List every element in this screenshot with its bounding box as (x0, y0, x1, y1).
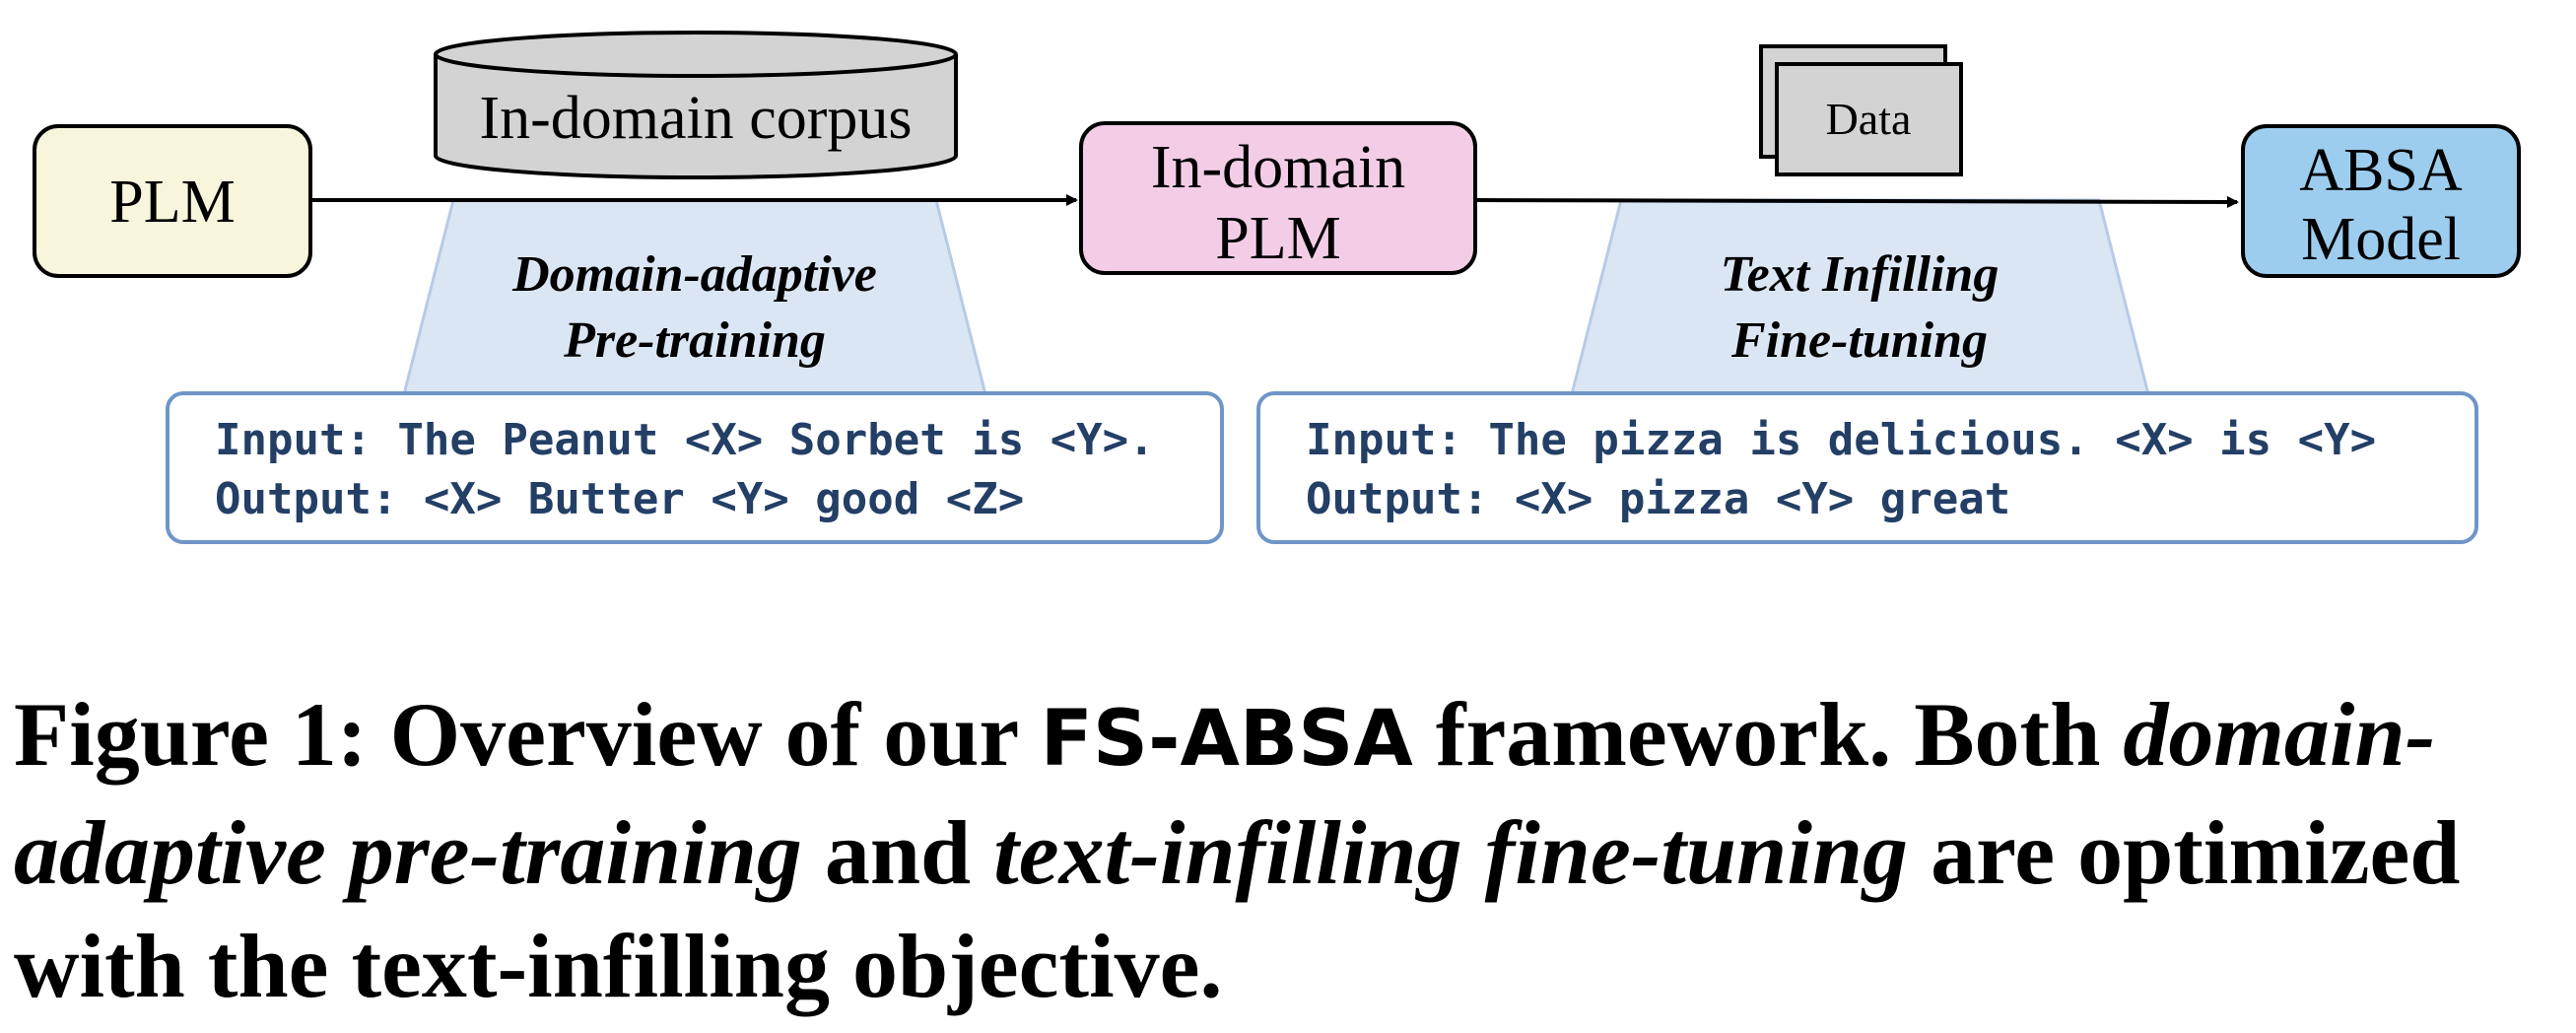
pretraining-label-line1: Domain-adaptive (511, 246, 877, 303)
caption-middle-2: and (801, 802, 994, 903)
plm-label: PLM (109, 169, 235, 236)
caption-framework-name: FS-ABSA (1040, 695, 1413, 784)
absa-model-node: ABSA Model (2241, 124, 2521, 278)
data-stack: Data (1759, 44, 1963, 176)
finetuning-label-line1: Text Infilling (1721, 246, 2000, 303)
plm-node: PLM (33, 124, 312, 278)
finetuning-example-output: Output: <X> pizza <Y> great (1306, 474, 2011, 524)
absa-label-line1: ABSA (2299, 137, 2463, 204)
pretraining-example-box: Input: The Peanut <X> Sorbet is <Y>. Out… (166, 391, 1224, 544)
caption-prefix: Figure 1: Overview of our (14, 684, 1041, 785)
framework-diagram: Domain-adaptive Pre-training Text Infill… (33, 31, 2521, 396)
caption-suffix: are optimized with the text-infilling ob… (14, 802, 2461, 1016)
finetuning-example-box: Input: The pizza is delicious. <X> is <Y… (1256, 391, 2478, 544)
finetuning-label-line2: Fine-tuning (1730, 312, 1988, 369)
caption-term-1: domain-adaptive pre-training (14, 684, 2436, 903)
corpus-label: In-domain corpus (479, 85, 912, 152)
corpus-cylinder: In-domain corpus (434, 31, 958, 179)
pretraining-example-input: Input: The Peanut <X> Sorbet is <Y>. (215, 415, 1155, 465)
figure-caption: Figure 1: Overview of our FS-ABSA framew… (14, 678, 2566, 1023)
arrow-in-domain-plm-to-absa (1474, 195, 2239, 208)
in-domain-plm-label-line1: In-domain (1151, 134, 1405, 201)
caption-middle-1: framework. Both (1412, 684, 2124, 785)
absa-label-line2: Model (2301, 206, 2461, 273)
caption-term-2: text-infilling fine-tuning (993, 802, 1909, 903)
pretraining-example-output: Output: <X> Butter <Y> good <Z> (215, 474, 1025, 524)
pretraining-label-line2: Pre-training (563, 312, 826, 369)
data-label: Data (1826, 94, 1912, 144)
pretraining-stage: Domain-adaptive Pre-training (402, 198, 987, 396)
in-domain-plm-label-line2: PLM (1215, 205, 1340, 272)
finetuning-stage: Text Infilling Fine-tuning (1570, 198, 2150, 396)
finetuning-example-input: Input: The pizza is delicious. <X> is <Y… (1306, 415, 2377, 465)
in-domain-plm-node: In-domain PLM (1079, 121, 1477, 275)
